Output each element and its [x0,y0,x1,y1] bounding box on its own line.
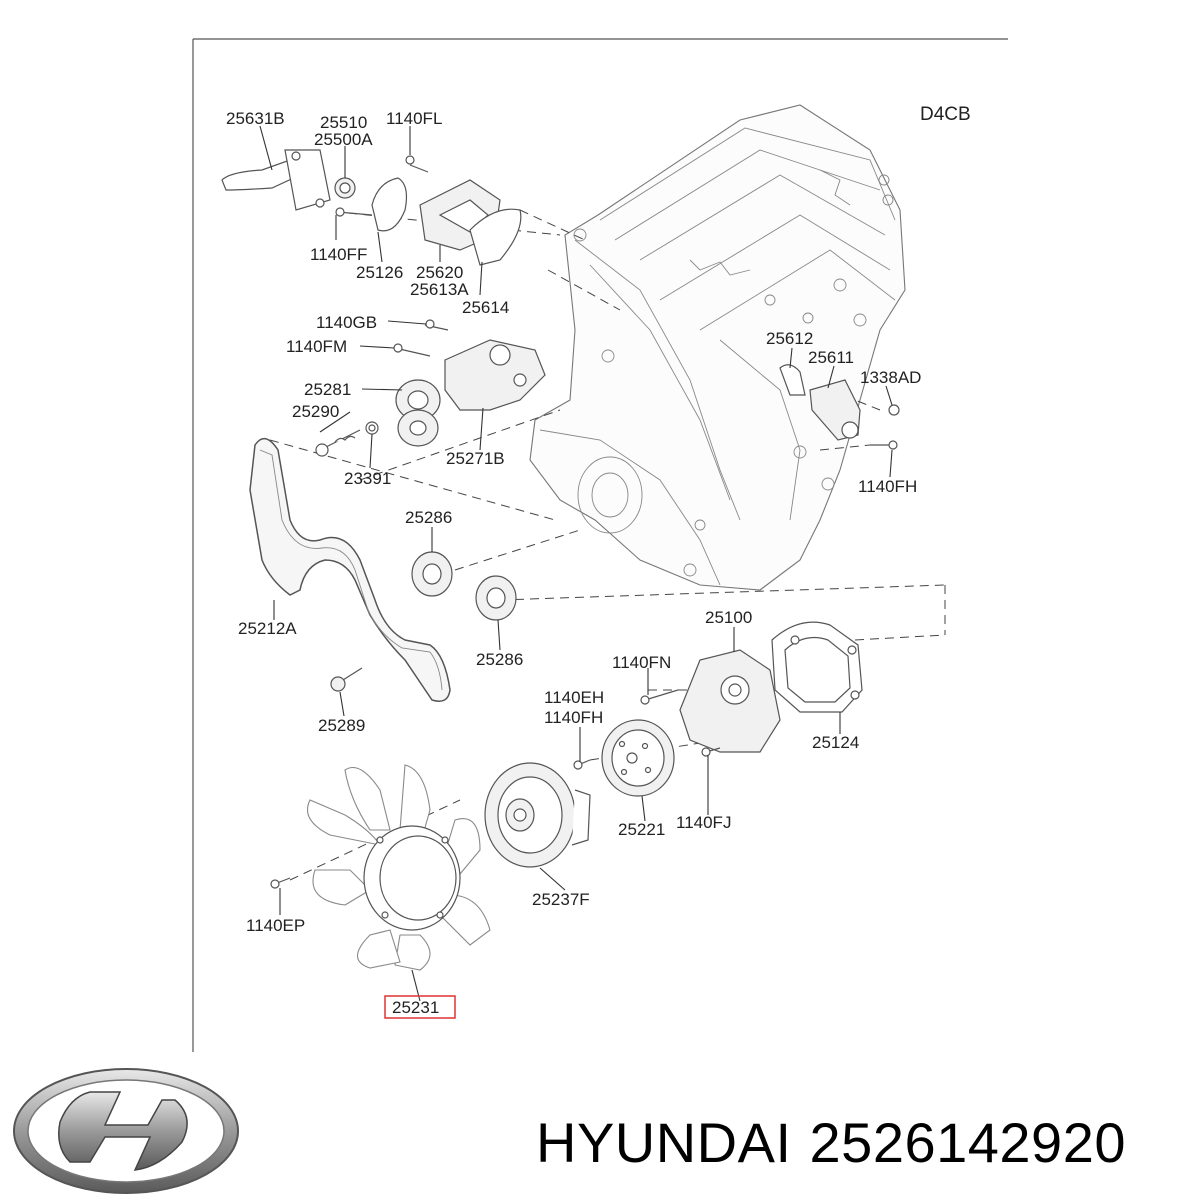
product-title: HYUNDAI 2526142920 [536,1110,1144,1175]
highlight-box [384,995,456,1019]
label-1140FN: 1140FN [612,653,671,672]
engine-block [529,104,906,591]
cooling-fan [270,764,491,971]
label-1140FM: 1140FM [286,337,347,356]
label-25286-b: 25286 [476,650,523,669]
thermostat-housing-group [221,149,522,266]
label-25620: 25620 [416,263,463,282]
label-25231-highlighted: 25231 [392,998,439,1017]
label-1140FL: 1140FL [386,109,442,128]
label-25612: 25612 [766,329,813,348]
label-25613A: 25613A [410,280,469,299]
label-1140GB: 1140GB [316,313,377,332]
part-number: 2526142920 [809,1111,1126,1174]
label-25212A: 25212A [238,619,297,638]
tensioner-group [315,319,546,457]
brand-name: HYUNDAI [536,1111,792,1174]
label-25221: 25221 [618,820,665,839]
drive-belt [249,437,451,702]
leader-lines [259,125,893,1002]
label-1140FH-a: 1140FH [858,477,917,496]
label-1140EP: 1140EP [246,916,305,935]
label-25286-a: 25286 [405,508,452,527]
label-25611: 25611 [808,348,854,367]
label-23391: 23391 [344,469,391,488]
label-25289: 25289 [318,716,365,735]
part-labels: 25631B 25510 25500A 1140FL 1140FF 25126 … [226,109,921,1019]
model-code-label: D4CB [920,104,971,125]
label-25500A: 25500A [314,130,373,149]
label-1140FF: 1140FF [310,245,367,264]
water-pump-group [573,621,863,797]
label-1140FH-b: 1140FH [544,708,603,727]
label-25100: 25100 [705,608,752,627]
label-1338AD: 1338AD [860,368,921,387]
label-1140EH: 1140EH [544,688,604,707]
label-25271B: 25271B [446,449,505,468]
idler-pulleys [330,551,517,692]
label-1140FJ: 1140FJ [676,813,731,832]
label-25281: 25281 [304,380,351,399]
sensor-group [779,364,900,450]
label-25126: 25126 [356,263,403,282]
label-25237F: 25237F [532,890,590,909]
label-25124: 25124 [812,733,859,752]
hyundai-logo-icon [13,1068,239,1194]
label-25631B: 25631B [226,109,285,128]
fan-clutch [484,762,591,868]
label-25614: 25614 [462,298,509,317]
label-25290: 25290 [292,402,339,421]
label-25510: 25510 [320,113,367,132]
